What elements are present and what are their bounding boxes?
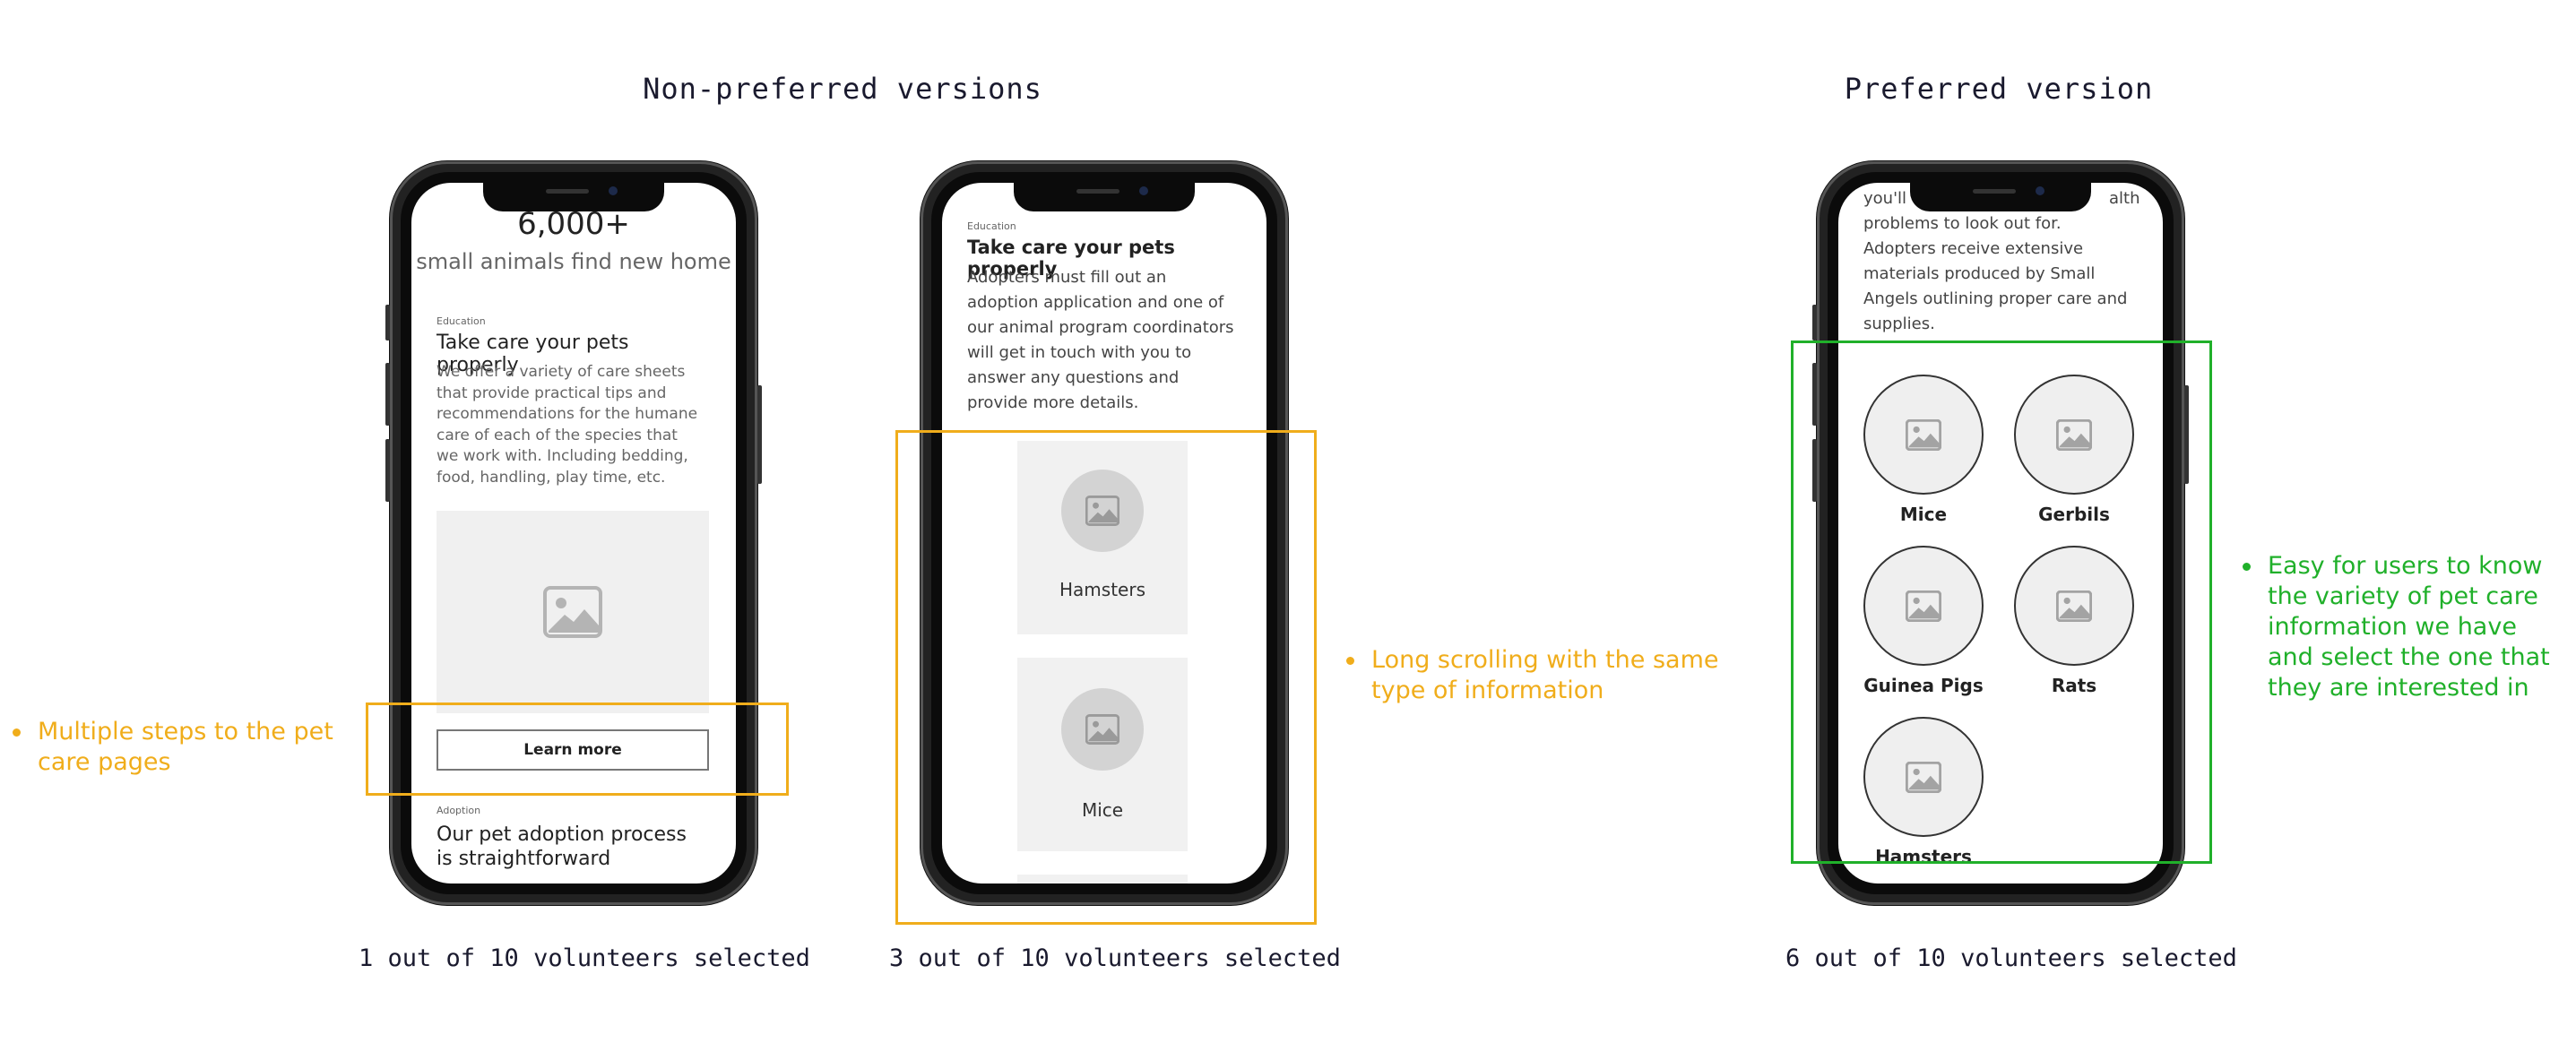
phone-2-caption: 3 out of 10 volunteers selected xyxy=(889,944,1341,972)
phone-3-screen: you'll alth problems to look out for. Ad… xyxy=(1838,183,2163,884)
pet-card-hamsters[interactable]: Hamsters xyxy=(1017,441,1188,634)
pet-category-label: Hamsters xyxy=(1875,846,1972,867)
phone-mockup-2: Education Take care your pets properly A… xyxy=(921,161,1288,905)
phone-1-highlight xyxy=(366,703,789,796)
stat-number: 6,000+ xyxy=(517,206,630,242)
stat-label: small animals find new home xyxy=(416,249,731,274)
pet-category-label: Gerbils xyxy=(2038,504,2110,525)
phone-3-highlight xyxy=(1791,340,2212,864)
image-placeholder-icon xyxy=(2056,590,2092,622)
pet-category-gerbils[interactable]: Gerbils xyxy=(2014,375,2134,525)
phone-2-screen: Education Take care your pets properly A… xyxy=(942,183,1266,884)
education-body: Adopters must fill out an adoption appli… xyxy=(967,268,1234,412)
education-eyebrow: Education xyxy=(967,220,1016,232)
image-placeholder-icon xyxy=(2056,418,2092,451)
preferred-heading: Preferred version xyxy=(1844,72,2154,106)
image-placeholder-icon xyxy=(1085,496,1119,526)
pet-category-hamsters[interactable]: Hamsters xyxy=(1863,717,1984,867)
image-placeholder xyxy=(437,511,709,713)
pet-card-mice[interactable]: Mice xyxy=(1017,658,1188,851)
phone-2-note: Long scrolling with the same type of inf… xyxy=(1346,645,1723,706)
top-text: you'll alth problems to look out for. Ad… xyxy=(1863,189,2140,333)
education-title: Take care your pets properly xyxy=(967,237,1175,280)
phone-3-note: Easy for users to know the variety of pe… xyxy=(2243,551,2565,703)
phone-1-screen: 6,000+ small animals find new home Educa… xyxy=(411,183,736,884)
phone-1-caption: 1 out of 10 volunteers selected xyxy=(359,944,810,972)
non-preferred-heading: Non-preferred versions xyxy=(643,72,1042,106)
pet-category-rats[interactable]: Rats xyxy=(2014,546,2134,696)
education-title: Take care your pets properly xyxy=(437,332,629,376)
phone-1-note: Multiple steps to the pet care pages xyxy=(13,717,353,778)
learn-more-button[interactable]: Learn more xyxy=(437,729,709,771)
pet-category-mice[interactable]: Mice xyxy=(1863,375,1984,525)
pet-category-guinea-pigs[interactable]: Guinea Pigs xyxy=(1863,546,1984,696)
adoption-title: Our pet adoption process is straightforw… xyxy=(437,823,687,870)
phone-3-caption: 6 out of 10 volunteers selected xyxy=(1785,944,2237,972)
pet-card-partial xyxy=(1017,875,1188,884)
image-placeholder-icon xyxy=(1906,418,1941,451)
image-placeholder-icon xyxy=(1906,590,1941,622)
image-placeholder-icon xyxy=(1906,761,1941,793)
pet-category-label: Guinea Pigs xyxy=(1863,675,1984,696)
phone-mockup-1: 6,000+ small animals find new home Educa… xyxy=(385,161,762,905)
phone-mockup-3: you'll alth problems to look out for. Ad… xyxy=(1812,161,2189,905)
image-placeholder-icon xyxy=(543,586,602,638)
pet-card-label: Hamsters xyxy=(1059,579,1145,600)
phone-2-highlight xyxy=(895,430,1317,925)
education-body: We offer a variety of care sheets that p… xyxy=(437,363,698,487)
adoption-eyebrow: Adoption xyxy=(437,805,481,816)
pet-category-label: Rats xyxy=(2051,675,2097,696)
education-eyebrow: Education xyxy=(437,315,486,327)
pet-category-label: Mice xyxy=(1899,504,1948,525)
pet-card-label: Mice xyxy=(1081,799,1124,821)
image-placeholder-icon xyxy=(1085,714,1119,745)
